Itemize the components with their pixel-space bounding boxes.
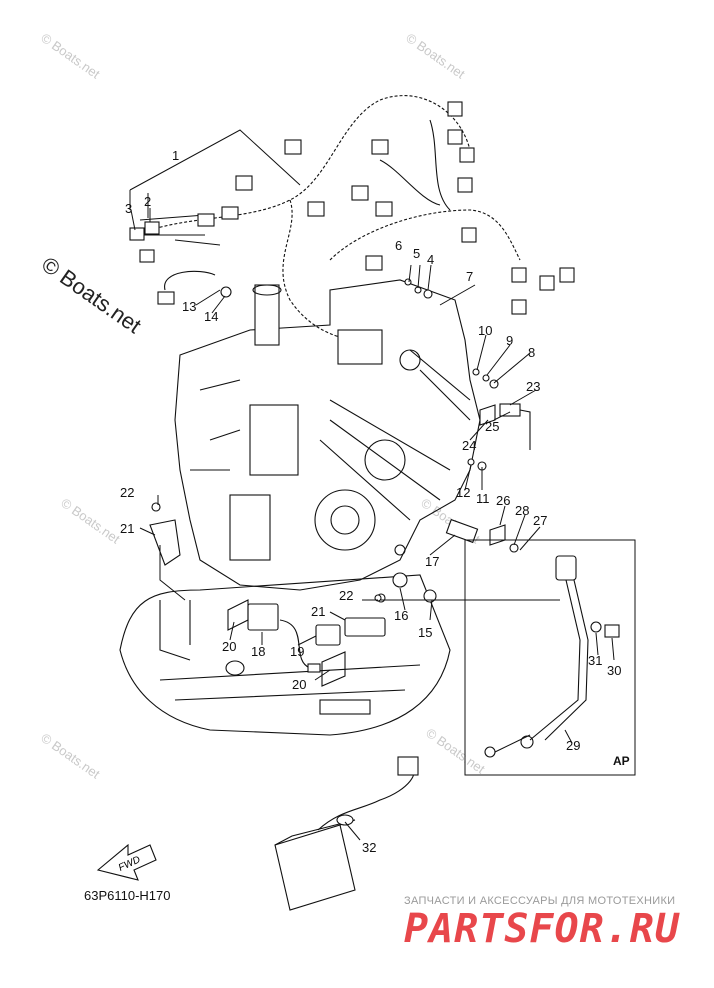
- ap-label: AP: [613, 754, 630, 768]
- callout-25: 25: [485, 419, 499, 434]
- callout-22-a: 22: [120, 485, 134, 500]
- fwd-arrow: FWD: [96, 843, 157, 881]
- callout-26: 26: [496, 493, 510, 508]
- ap-inset: [464, 539, 636, 776]
- callout-24: 24: [462, 438, 476, 453]
- lower-parts: [149, 502, 479, 687]
- watermark: © Boats.net: [38, 730, 103, 782]
- callout-22-b: 22: [339, 588, 353, 603]
- watermark-large: © Boats.net: [37, 252, 146, 339]
- brand-logo: PARTSFOR.RU: [404, 906, 680, 952]
- callout-4: 4: [427, 252, 434, 267]
- callout-17: 17: [425, 554, 439, 569]
- callout-3: 3: [125, 201, 132, 216]
- leader-lines: [129, 129, 615, 841]
- battery: [274, 756, 419, 911]
- callout-7: 7: [466, 269, 473, 284]
- callout-11: 11: [476, 491, 490, 506]
- callout-8: 8: [528, 345, 535, 360]
- callout-18: 18: [251, 644, 265, 659]
- callout-23: 23: [526, 379, 540, 394]
- callout-30: 30: [607, 663, 621, 678]
- bottom-cowling: [119, 574, 451, 736]
- sensor-group: [129, 206, 239, 305]
- callout-1: 1: [172, 148, 179, 163]
- watermark: © Boats.net: [38, 30, 103, 82]
- watermark: © Boats.net: [58, 495, 123, 547]
- callout-19: 19: [290, 644, 304, 659]
- brand-tagline: ЗАПЧАСТИ И АКСЕССУАРЫ ДЛЯ МОТОТЕХНИКИ: [404, 895, 676, 907]
- callout-6: 6: [395, 238, 402, 253]
- callout-14: 14: [204, 309, 218, 324]
- watermark: © Boats.net: [423, 725, 488, 777]
- callout-29: 29: [566, 738, 580, 753]
- callout-12: 12: [456, 485, 470, 500]
- callout-16: 16: [394, 608, 408, 623]
- callout-20-b: 20: [292, 677, 306, 692]
- callout-5: 5: [413, 246, 420, 261]
- engine-block: [174, 279, 481, 591]
- diagram-code: 63P6110-H170: [84, 888, 171, 903]
- callout-2: 2: [144, 194, 151, 209]
- watermark: © Boats.net: [403, 30, 468, 82]
- callout-10: 10: [478, 323, 492, 338]
- callout-20-a: 20: [222, 639, 236, 654]
- callout-31: 31: [588, 653, 602, 668]
- callout-9: 9: [506, 333, 513, 348]
- callout-32: 32: [362, 840, 376, 855]
- callout-27: 27: [533, 513, 547, 528]
- callout-15: 15: [418, 625, 432, 640]
- callout-28: 28: [515, 503, 529, 518]
- callout-21-a: 21: [120, 521, 134, 536]
- callouts: 1 2 3 4 5 6 7 8 9 10 11 12 13 14 15 16 1…: [120, 148, 621, 855]
- wiring-harness: [149, 95, 575, 365]
- callout-21-b: 21: [311, 604, 325, 619]
- callout-13: 13: [182, 299, 196, 314]
